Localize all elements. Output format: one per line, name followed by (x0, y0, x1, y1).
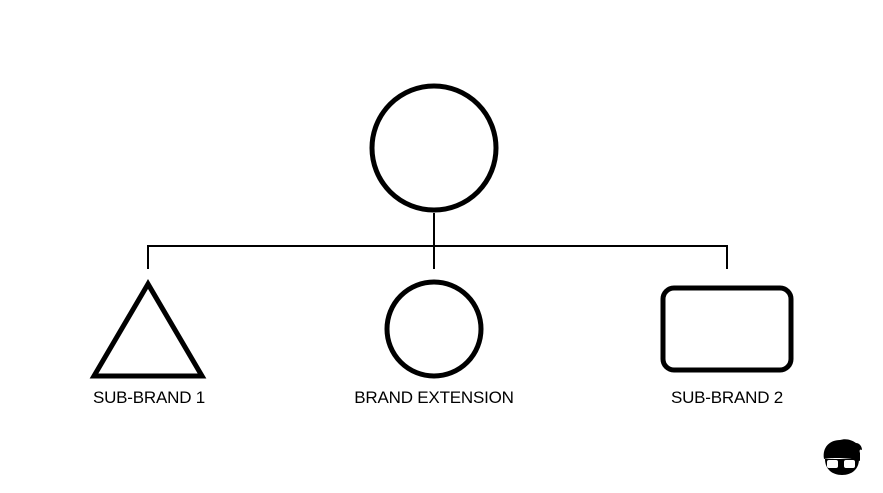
sub-brand-2-label: SUB-BRAND 2 (670, 388, 784, 407)
parent-brand-circle (369, 83, 499, 213)
sub-brand-1-label: SUB-BRAND 1 (92, 388, 206, 407)
connector-lines (147, 213, 728, 269)
nerd-face-icon (823, 439, 862, 475)
sub-brand-2-rectangle (660, 285, 794, 373)
brand-extension-label: BRAND EXTENSION (354, 388, 514, 407)
sub-brand-1-triangle (89, 279, 207, 379)
brand-extension-circle (384, 279, 484, 379)
